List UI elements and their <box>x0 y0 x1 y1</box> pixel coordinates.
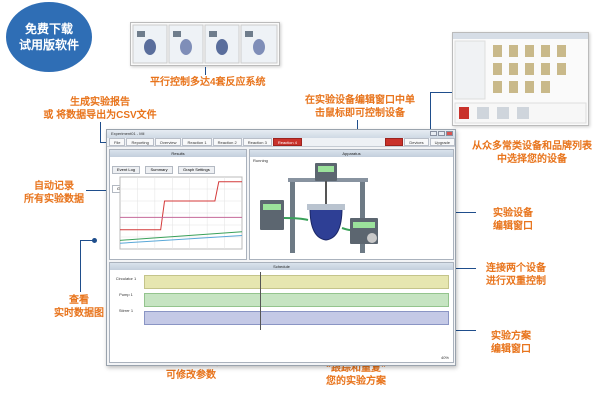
row-label-pump: Pump 1 <box>119 292 133 297</box>
leader-dot <box>92 238 97 243</box>
results-header: Results <box>110 150 246 157</box>
apparatus-header: Apparatus <box>250 150 453 157</box>
tube <box>341 227 351 231</box>
leader-line <box>430 92 452 93</box>
callout-plan-line-2: 编辑窗口 <box>491 344 531 355</box>
badge-line-1: 免费下载 <box>24 22 73 36</box>
callout-choose: 从众多常类设备和品牌列表 中选择您的设备 <box>462 140 602 166</box>
series-line-3 <box>119 231 243 241</box>
stirrer-shaft <box>325 181 327 211</box>
device-library-illustration <box>454 40 587 124</box>
free-download-badge[interactable]: 免费下载 试用版软件 <box>6 2 92 72</box>
series-line-1 <box>120 181 242 231</box>
callout-connect: 连接两个设备 进行双重控制 <box>476 262 556 288</box>
tab-file[interactable]: File <box>109 138 126 146</box>
callout-choose-line-2: 中选择您的设备 <box>497 154 567 165</box>
device-library-thumbnail <box>452 32 589 126</box>
parallel-systems-illustration <box>132 24 278 64</box>
leader-line <box>100 122 101 142</box>
apparatus-diagram <box>260 163 378 253</box>
leader-line <box>430 92 431 140</box>
stand-right <box>360 178 365 253</box>
close-button[interactable] <box>446 131 453 136</box>
callout-report-line-2: 或 将数据导出为CSV文件 <box>43 110 157 121</box>
menu-bar: File Reporting Overview Reaction 1 React… <box>107 138 455 147</box>
leader-line <box>80 240 81 292</box>
callout-record-line-2: 所有实验数据 <box>24 194 84 205</box>
tab-reaction-3[interactable]: Reaction 3 <box>242 138 272 146</box>
callout-track: “跟踪和重复” 您的实验方案 <box>306 362 406 388</box>
tab-summary[interactable]: Summary <box>145 166 173 174</box>
callout-edit: 在实验设备编辑窗口中单 击鼠标即可控制设备 <box>290 94 430 120</box>
callout-choose-line-1: 从众多常类设备和品牌列表 <box>472 141 592 152</box>
callout-view-line-2: 实时数据图 <box>54 308 104 319</box>
leader-line <box>80 240 94 241</box>
callout-report: 生成实验报告 或 将数据导出为CSV文件 <box>30 96 170 122</box>
track-circulator[interactable] <box>144 275 449 289</box>
tab-reaction-4[interactable]: Reaction 4 <box>272 138 302 146</box>
callout-edit-line-2: 击鼠标即可控制设备 <box>315 108 405 119</box>
callout-equipment: 实验设备 编辑窗口 <box>478 207 548 233</box>
reactor-vessel <box>309 207 343 241</box>
callout-record: 自动记录 所有实验数据 <box>14 180 94 206</box>
circulator-display <box>263 204 281 210</box>
tab-overview[interactable]: Overview <box>154 138 182 146</box>
library-header <box>453 33 588 39</box>
title-bar: Experiment01 - Mil <box>107 130 455 138</box>
schedule-header: Schedule <box>110 263 453 270</box>
apparatus-status: Running <box>253 158 268 163</box>
row-label-circulator: Circulator 1 <box>115 276 137 281</box>
track-pump[interactable] <box>144 293 449 307</box>
tab-graph-settings[interactable]: Graph Settings <box>178 166 215 174</box>
tab-reporting[interactable]: Reporting <box>126 138 154 146</box>
badge-line-2: 试用版软件 <box>18 38 79 52</box>
results-tabs: Event Log Summary Graph Settings <box>110 157 246 177</box>
leader-line <box>205 67 206 75</box>
callout-equipment-line-2: 编辑窗口 <box>493 221 533 232</box>
callout-plan: 实验方案 编辑窗口 <box>476 330 546 356</box>
parallel-systems-thumbnail <box>130 22 280 66</box>
callout-track-line-1: “跟踪和重复” <box>326 363 386 374</box>
apparatus-pane: Apparatus Running <box>249 149 454 260</box>
callout-view: 查看 实时数据图 <box>44 294 114 320</box>
playhead-marker[interactable] <box>260 272 261 330</box>
reactor-lid <box>307 204 345 210</box>
zoom-level[interactable]: 40% <box>440 355 449 360</box>
stirrer-display <box>318 166 334 172</box>
callout-modify-line-2: 可修改参数 <box>166 370 216 381</box>
track-stirrer[interactable] <box>144 311 449 325</box>
maximize-button[interactable] <box>438 131 445 136</box>
tab-reaction-1[interactable]: Reaction 1 <box>182 138 212 146</box>
pump-display <box>353 222 375 228</box>
schedule-row-labels: Circulator 1 Pump 1 Stirrer 1 <box>112 272 140 352</box>
minimize-button[interactable] <box>430 131 437 136</box>
callout-equipment-line-1: 实验设备 <box>493 208 533 219</box>
callout-edit-line-1: 在实验设备编辑窗口中单 <box>305 95 415 106</box>
callout-connect-line-2: 进行双重控制 <box>486 276 546 287</box>
alert-button[interactable] <box>385 138 404 146</box>
callout-view-line-1: 查看 <box>69 295 89 306</box>
tab-event-log[interactable]: Event Log <box>112 166 141 174</box>
callout-record-line-1: 自动记录 <box>34 181 74 192</box>
tab-reaction-2[interactable]: Reaction 2 <box>212 138 242 146</box>
schedule-pane: Schedule Circulator 1 Pump 1 Stirrer 1 4… <box>109 262 454 363</box>
callout-parallel: 平行控制多达4套反应系统 <box>150 77 266 88</box>
flask <box>367 233 377 243</box>
stand-left <box>290 178 295 253</box>
callout-track-line-2: 您的实验方案 <box>326 376 386 387</box>
series-line-4 <box>119 235 243 244</box>
tab-devices[interactable]: Devices <box>404 138 429 146</box>
tube <box>283 217 309 221</box>
tab-upgrade[interactable]: Upgrade <box>429 138 455 146</box>
realtime-chart <box>119 176 243 250</box>
callout-report-line-1: 生成实验报告 <box>70 97 130 108</box>
callout-plan-line-1: 实验方案 <box>491 331 531 342</box>
application-window: Experiment01 - Mil File Reporting Overvi… <box>106 129 456 366</box>
window-title: Experiment01 - Mil <box>111 131 145 136</box>
results-pane: Results Event Log Summary Graph Settings… <box>109 149 247 260</box>
row-label-stirrer: Stirrer 1 <box>118 308 134 313</box>
callout-connect-line-1: 连接两个设备 <box>486 263 546 274</box>
